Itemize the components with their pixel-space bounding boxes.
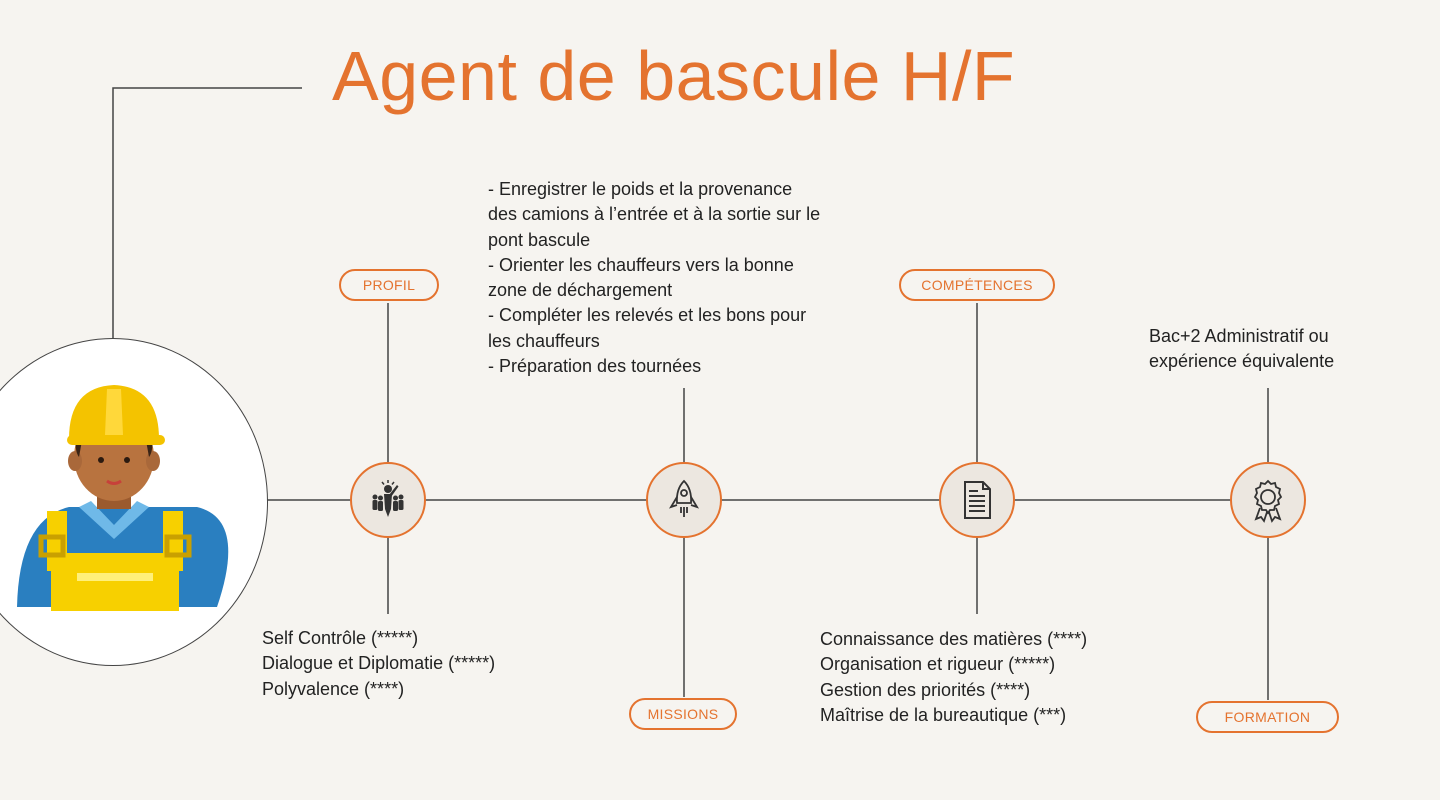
missions-item: - Compléter les relevés et les bons pour <box>488 305 807 326</box>
competences-text: Connaissance des matières (****) Organis… <box>820 627 1087 728</box>
pill-profil: PROFIL <box>339 269 439 301</box>
competences-item: Gestion des priorités (****) <box>820 679 1031 700</box>
competences-item: Organisation et rigueur (*****) <box>820 654 1056 675</box>
competences-item: Connaissance des matières (****) <box>820 629 1088 649</box>
node-missions <box>646 462 722 538</box>
missions-item: les chauffeurs <box>488 330 600 351</box>
award-ribbon-icon <box>1253 479 1283 523</box>
profil-label: PROFIL <box>362 277 416 293</box>
pill-formation: FORMATION <box>1196 701 1339 733</box>
missions-item: pont bascule <box>488 229 591 250</box>
missions-item: - Enregistrer le poids et la provenance <box>488 179 793 199</box>
rocket-icon <box>668 479 700 517</box>
pill-missions: MISSIONS <box>629 698 737 730</box>
profil-text: Self Contrôle (*****) Dialogue et Diplom… <box>262 626 495 702</box>
missions-item: zone de déchargement <box>488 280 673 301</box>
missions-item: - Orienter les chauffeurs vers la bonne <box>488 254 794 275</box>
competences-label: COMPÉTENCES <box>921 277 1033 293</box>
missions-item: des camions à l’entrée et à la sortie su… <box>488 204 821 225</box>
profil-item: Polyvalence (****) <box>262 678 405 699</box>
worker-avatar <box>0 338 268 666</box>
formation-text: Bac+2 Administratif ou expérience équiva… <box>1149 324 1334 375</box>
profil-item: Dialogue et Diplomatie (*****) <box>262 653 496 674</box>
missions-label: MISSIONS <box>647 706 719 722</box>
formation-label: FORMATION <box>1224 709 1311 725</box>
team-leader-icon <box>372 480 404 517</box>
page-title: Agent de bascule H/F <box>332 37 1016 115</box>
node-profil <box>350 462 426 538</box>
formation-item: Bac+2 Administratif ou <box>1149 326 1329 346</box>
node-competences <box>939 462 1015 538</box>
profil-item: Self Contrôle (*****) <box>262 628 419 648</box>
construction-worker-icon <box>17 385 229 611</box>
pill-competences: COMPÉTENCES <box>899 269 1055 301</box>
node-formation <box>1230 462 1306 538</box>
missions-item: - Préparation des tournées <box>488 356 702 377</box>
missions-text: - Enregistrer le poids et la provenance … <box>488 177 820 379</box>
document-icon <box>964 481 991 519</box>
formation-item: expérience équivalente <box>1149 351 1335 372</box>
competences-item: Maîtrise de la bureautique (***) <box>820 704 1067 725</box>
